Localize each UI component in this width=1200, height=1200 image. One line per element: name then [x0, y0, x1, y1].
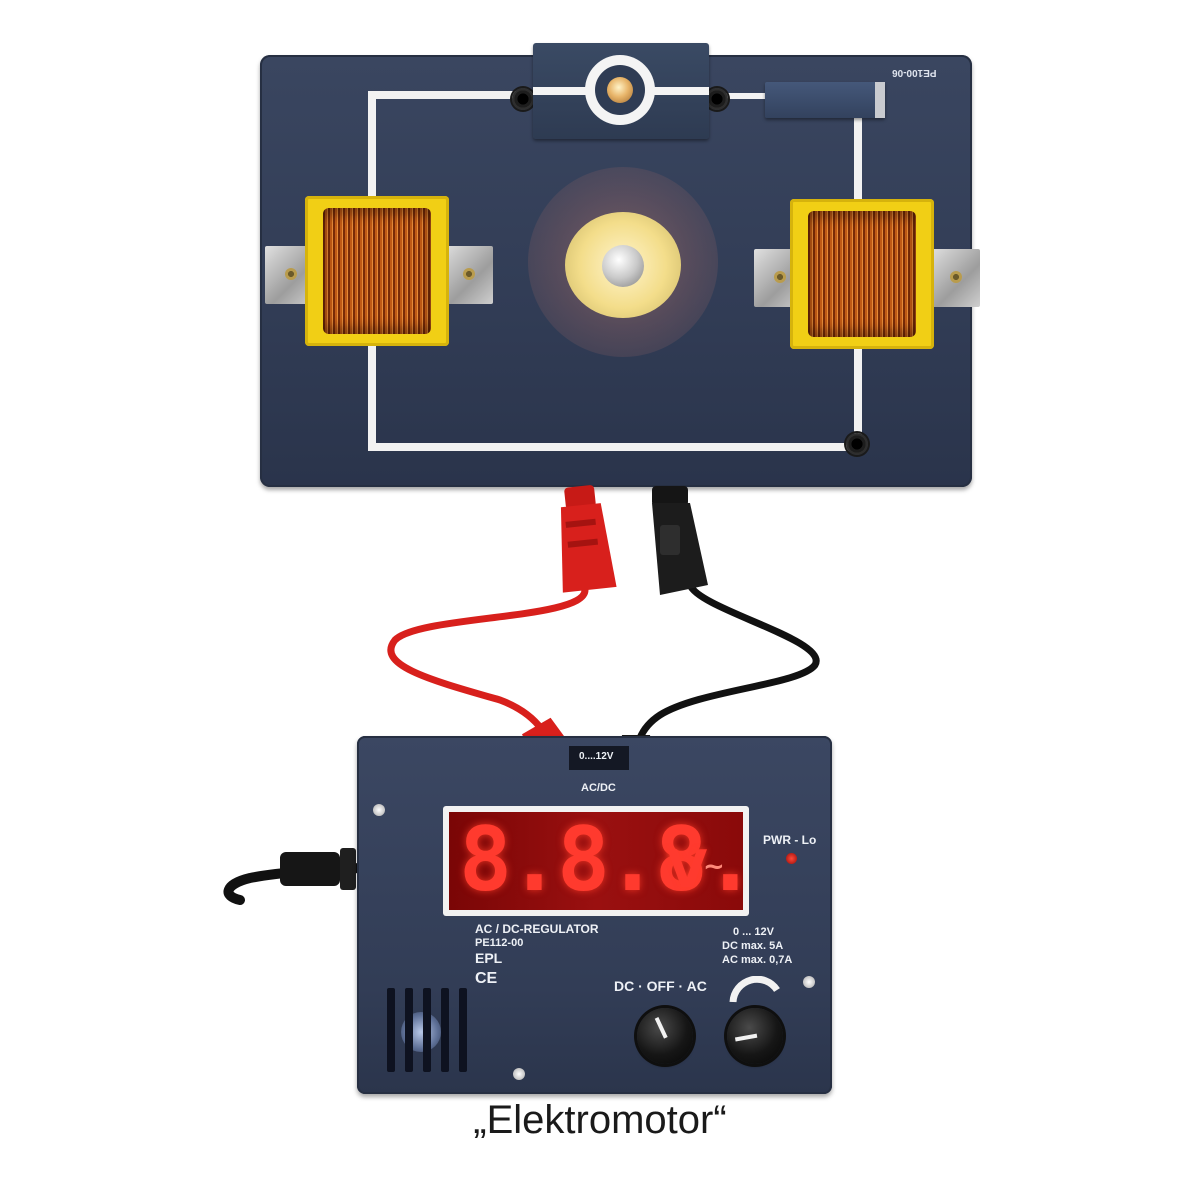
power-plug-ring [340, 848, 356, 890]
terminal-voltage-label: 0....12V [579, 751, 614, 762]
display-unit: V [667, 840, 708, 900]
board-socket-top-right [706, 88, 728, 110]
black-plug-top [652, 486, 708, 595]
lamp-stripe-right [653, 87, 709, 95]
photo-caption: „Elektromotor“ [473, 1098, 727, 1142]
cooling-vent [387, 988, 471, 1072]
switch-block [765, 82, 885, 118]
screw-icon [513, 1068, 525, 1080]
power-supply: 0....12V AC/DC 8.8.8. V ~ PWR - Lo AC / … [357, 736, 832, 1094]
knob-pointer [654, 1017, 668, 1039]
screw-icon [950, 271, 962, 283]
lamp-holder [533, 43, 709, 139]
circuit-line-top-right [700, 93, 770, 99]
right-coil [754, 199, 980, 349]
board-socket-bottom-right [846, 433, 868, 455]
screw-icon [463, 268, 475, 280]
red-plug-top [560, 485, 617, 593]
black-cable [631, 581, 820, 774]
spec-dc: DC max. 5A [722, 940, 784, 952]
voltage-knob[interactable] [727, 1008, 783, 1064]
power-led [786, 853, 797, 864]
device-brand: EPL [475, 950, 503, 966]
device-model: PE112-00 [475, 937, 524, 949]
led-display: 8.8.8. V ~ [443, 806, 757, 916]
ce-mark: CE [475, 970, 498, 987]
rotor-axle [602, 245, 644, 287]
lamp-stripe-left [533, 87, 589, 95]
circuit-line-top-left [368, 91, 538, 99]
spec-range: 0 ... 12V [733, 926, 774, 938]
display-digits: 8.8.8. [459, 808, 757, 911]
led-display-panel: 8.8.8. V ~ [449, 808, 757, 911]
left-coil-clamp-inner [443, 246, 493, 304]
red-cable [387, 586, 589, 774]
lamp-ring-inner [595, 65, 645, 115]
copper-winding [808, 211, 916, 337]
board-socket-top-left [512, 88, 534, 110]
pwr-label: PWR - Lo [763, 833, 817, 847]
terminal-mode-label: AC/DC [581, 782, 616, 794]
circuit-line-bottom [368, 443, 852, 451]
spec-ac: AC max. 0,7A [722, 954, 793, 966]
device-name: AC / DC-REGULATOR [475, 922, 599, 936]
mode-switch-knob[interactable] [637, 1008, 693, 1064]
display-ac-wave-icon: ~ [703, 852, 725, 882]
screw-icon [774, 271, 786, 283]
screw-icon [803, 976, 815, 988]
motor-board: PE100-06 [260, 43, 980, 487]
screw-icon [285, 268, 297, 280]
right-coil-clamp-outer [930, 249, 980, 307]
mode-switch-label: DC · OFF · AC [614, 978, 707, 994]
bulb-icon [607, 77, 633, 103]
power-plug-body [280, 852, 340, 886]
lamp-ring [585, 55, 655, 125]
voltage-scale-arc [729, 976, 780, 1003]
terminal-label-box [569, 746, 629, 770]
left-coil [265, 196, 493, 346]
knob-pointer [734, 1033, 758, 1042]
copper-winding [323, 208, 431, 334]
screw-icon [373, 804, 385, 816]
